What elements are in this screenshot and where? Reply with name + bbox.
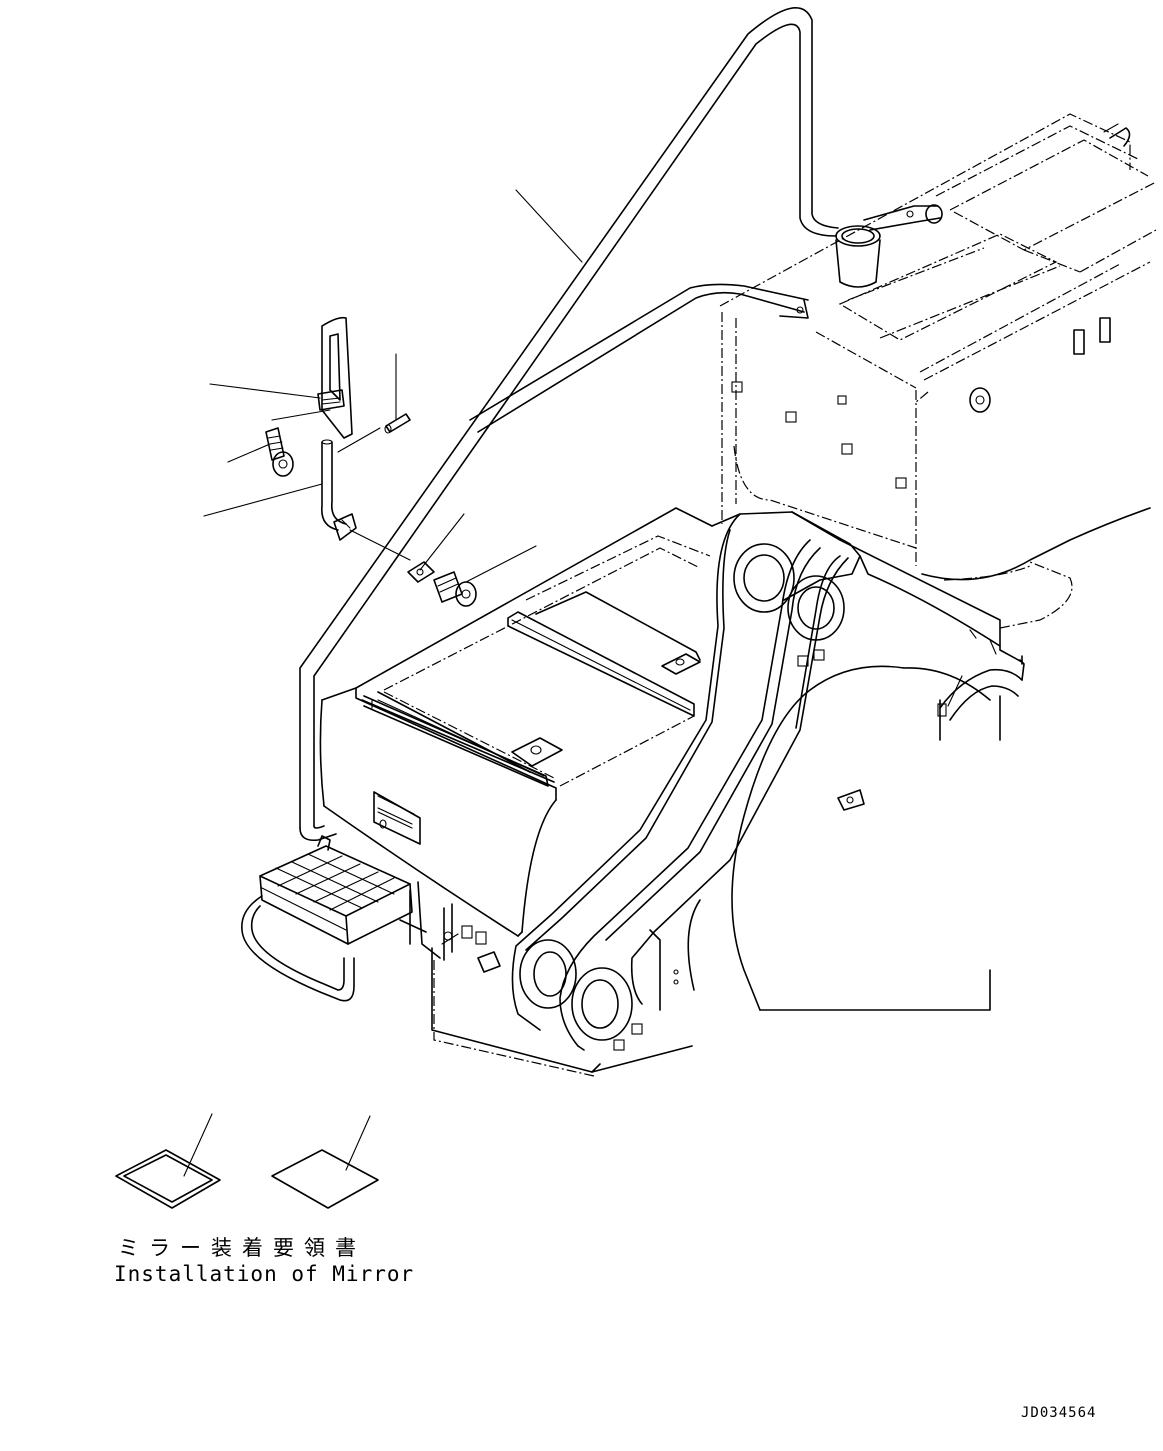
- front-deck-box: [319, 507, 713, 937]
- manual-sheets: [115, 1149, 379, 1209]
- mirror-assembly: [265, 316, 477, 607]
- handrail: [299, 7, 839, 842]
- caption-english: Installation of Mirror: [114, 1262, 415, 1286]
- rear-deck: [719, 113, 1157, 566]
- boom-foot: [431, 507, 1151, 1077]
- leader-lines: [183, 189, 583, 1177]
- step-grating: [241, 835, 441, 1002]
- caption-japanese: ミラー装着要領書: [118, 1236, 366, 1260]
- handrail-upper: [469, 283, 809, 433]
- drawing-id: JD034564: [1021, 1405, 1097, 1421]
- filler-cap: [835, 204, 943, 288]
- body-bolts: [731, 317, 1111, 489]
